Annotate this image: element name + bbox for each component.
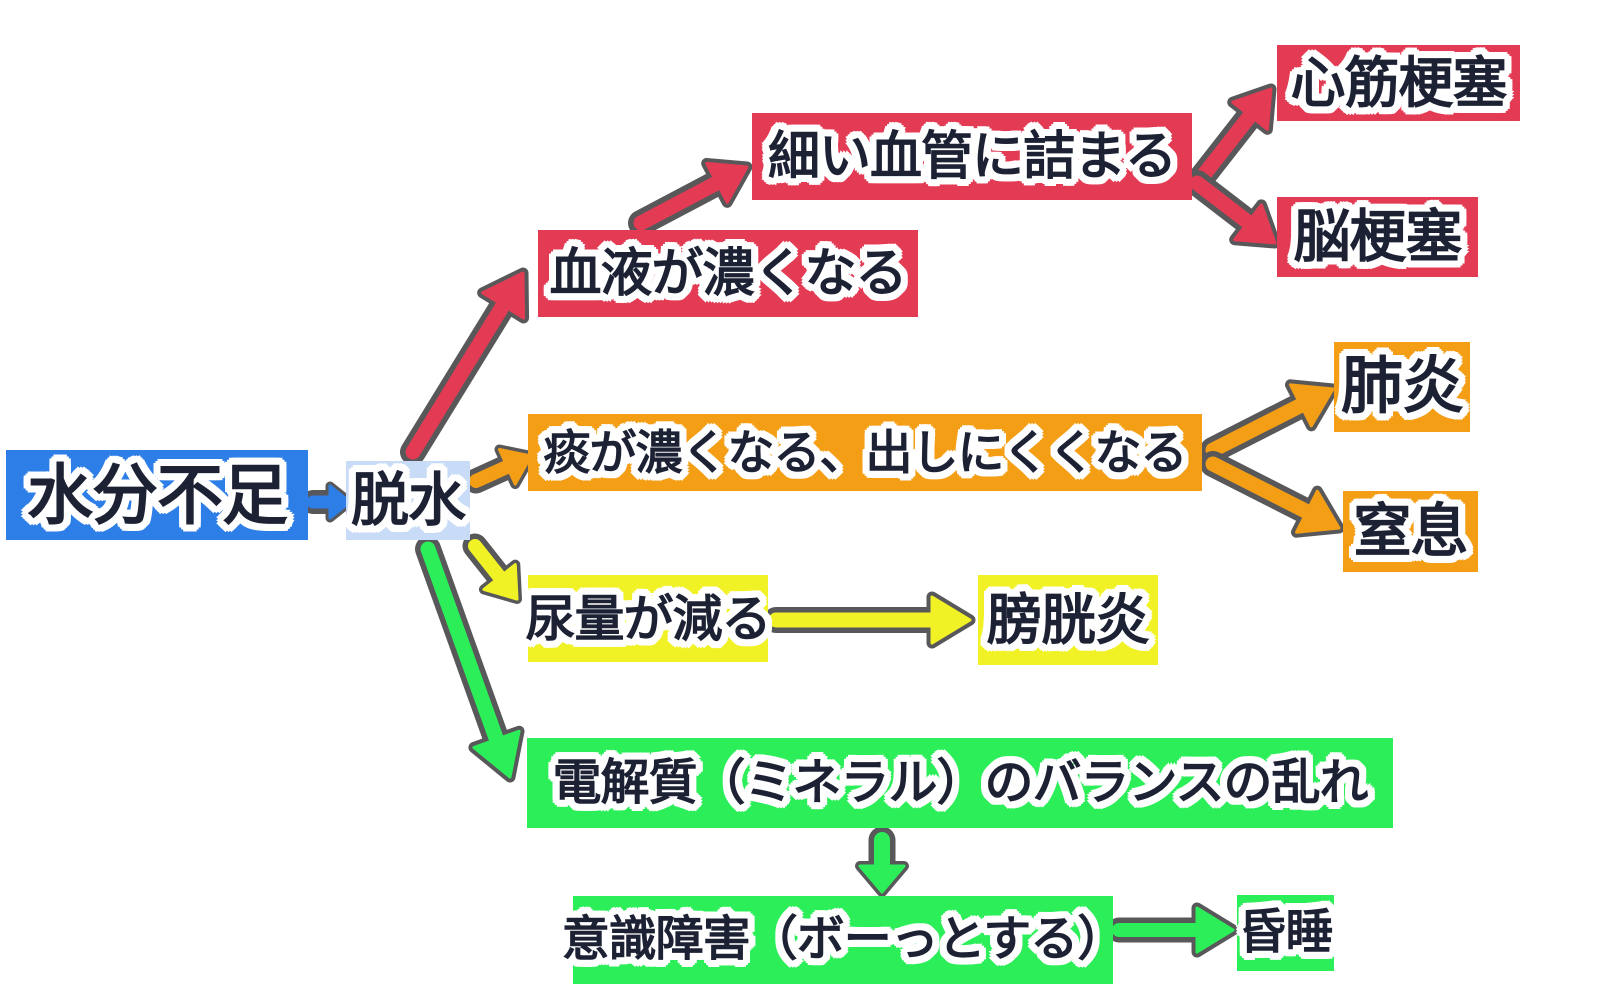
node-dehydration-label: 脱水 [350,467,466,533]
node-myocardial-infarction-label: 心筋梗塞 [1290,51,1507,114]
node-cystitis-label: 膀胱炎 [986,588,1150,651]
arrow-dehydration-to-electrolyte_imbalance [415,536,525,783]
arrow-urine_decreases-to-cystitis [763,591,976,649]
arrow-phlegm_thickens-to-pneumonia [1200,379,1339,463]
node-cystitis: 膀胱炎 [978,575,1158,665]
node-blood-thickens: 血液が濃くなる [538,230,918,317]
node-clogs-small-vessels: 細い血管に詰まる [752,113,1192,200]
arrow-dehydration-to-urine_decreases [462,533,522,604]
node-pneumonia-label: 肺炎 [1340,352,1464,421]
arrow-dehydration-to-blood_thickens [400,267,530,465]
node-impaired-consciousness: 意識障害（ボーっとする） [562,896,1125,984]
node-urine-decreases: 尿量が減る [525,575,772,662]
arrow-clogs_small_vessels-to-myocardial_infarction [1186,83,1277,194]
arrow-phlegm_thickens-to-choking [1200,451,1345,538]
node-blood-thickens-label: 血液が濃くなる [549,244,907,303]
node-clogs-small-vessels-label: 細い血管に詰まる [767,127,1177,186]
arrow-insufficient_water-to-dehydration [301,481,355,523]
node-pneumonia: 肺炎 [1334,342,1470,432]
arrow-impaired_consciousness-to-coma [1106,902,1239,958]
node-phlegm-thickens-label: 痰が濃くなる、出しにくくなる [543,426,1187,479]
node-phlegm-thickens: 痰が濃くなる、出しにくくなる [528,414,1202,491]
arrow-electrolyte_imbalance-to-impaired_consciousness [855,826,909,897]
node-impaired-consciousness-label: 意識障害（ボーっとする） [561,913,1126,966]
node-choking: 窒息 [1343,491,1478,572]
node-insufficient-water: 水分不足 [6,450,308,540]
node-cerebral-infarction-label: 脳梗塞 [1293,204,1463,269]
node-coma: 昏睡 [1237,895,1334,971]
arrow-dehydration-to-phlegm_thickens [463,444,536,494]
node-urine-decreases-label: 尿量が減る [525,590,772,647]
arrow-clogs_small_vessels-to-cerebral_infarction [1184,170,1281,249]
node-dehydration: 脱水 [346,461,470,540]
node-insufficient-water-label: 水分不足 [27,458,288,532]
node-coma-label: 昏睡 [1238,906,1333,959]
node-myocardial-infarction: 心筋梗塞 [1277,45,1520,121]
node-cerebral-infarction: 脳梗塞 [1277,197,1478,277]
node-choking-label: 窒息 [1353,498,1468,564]
node-electrolyte-imbalance-label: 電解質（ミネラル）のバランスの乱れ [552,755,1368,810]
node-electrolyte-imbalance: 電解質（ミネラル）のバランスの乱れ [527,738,1393,828]
arrow-blood_thickens-to-clogs_small_vessels [628,157,753,236]
